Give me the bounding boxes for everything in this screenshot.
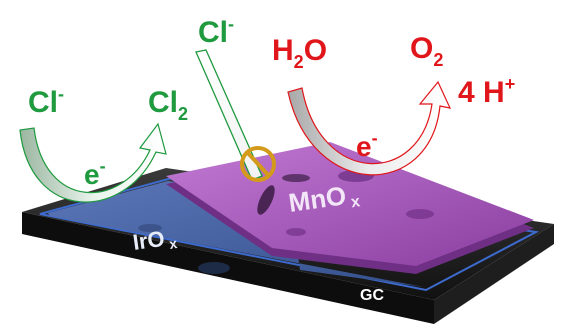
cl-top-label: Cl- bbox=[198, 14, 234, 49]
gc-label: GC bbox=[360, 287, 384, 304]
e-right-label: e- bbox=[356, 128, 378, 162]
h2o-label: H2O bbox=[272, 34, 327, 72]
right-reaction-arrow bbox=[287, 80, 452, 176]
cl2-label: Cl2 bbox=[148, 86, 188, 124]
left-reaction-arrow bbox=[19, 122, 167, 203]
no-entry-icon bbox=[240, 146, 276, 182]
protons-label: 4 H+ bbox=[458, 74, 515, 109]
e-left-label: e- bbox=[84, 156, 106, 190]
o2-label: O2 bbox=[410, 32, 443, 70]
cl-left-label: Cl- bbox=[28, 84, 64, 119]
iro-layer bbox=[48, 181, 424, 287]
blocked-cl-bar bbox=[195, 49, 263, 181]
